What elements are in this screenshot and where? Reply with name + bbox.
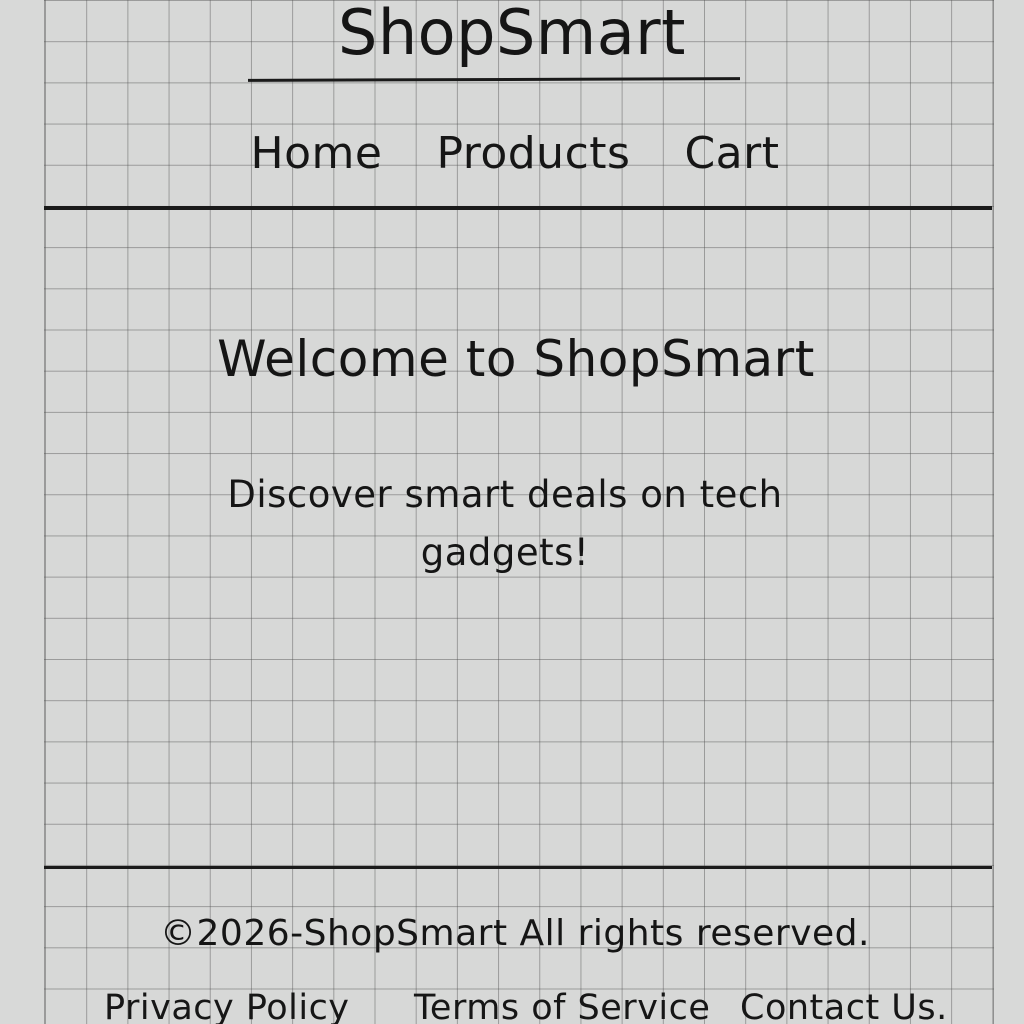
header-divider <box>44 206 992 210</box>
footer-links: Privacy Policy Terms of Service Contact … <box>0 984 1024 1024</box>
site-logo[interactable]: ShopSmart <box>338 0 686 69</box>
footer-divider <box>44 866 992 869</box>
nav-link-products[interactable]: Products <box>436 128 631 179</box>
graph-paper-background <box>44 0 994 1024</box>
main-navigation: Home Products Cart <box>0 124 1024 184</box>
nav-link-cart[interactable]: Cart <box>684 128 780 179</box>
nav-link-home[interactable]: Home <box>250 128 383 179</box>
copyright-text: ©2026-ShopSmart All rights reserved. <box>160 913 870 954</box>
page-title: Welcome to ShopSmart <box>217 330 815 388</box>
hero-subtitle: Discover smart deals on tech gadgets! <box>227 473 783 574</box>
footer-link-contact-us[interactable]: Contact Us. <box>740 988 948 1024</box>
footer-link-terms-of-service[interactable]: Terms of Service <box>414 988 711 1024</box>
footer-link-privacy-policy[interactable]: Privacy Policy <box>104 988 350 1024</box>
